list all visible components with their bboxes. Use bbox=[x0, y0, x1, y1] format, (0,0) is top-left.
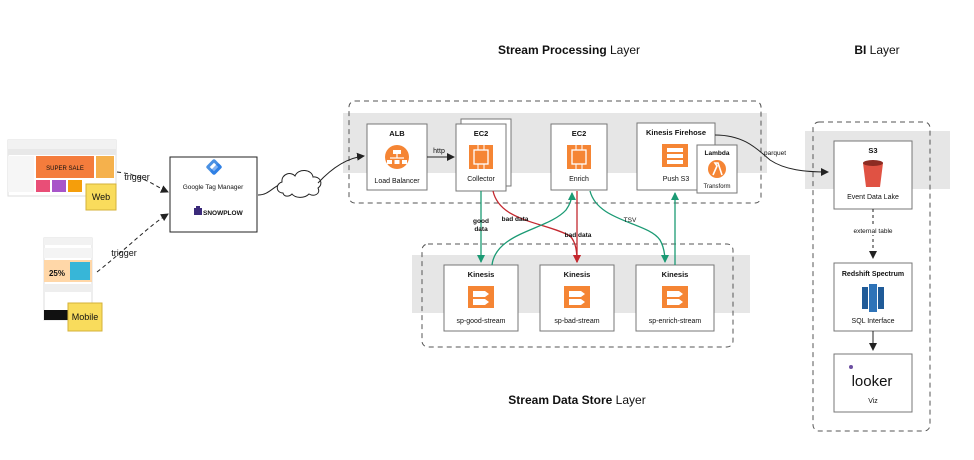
kinesis-bad-stream-icon bbox=[564, 286, 590, 308]
kinesis-enrich-stream-icon bbox=[662, 286, 688, 308]
edge-mobile-trigger-label: trigger bbox=[111, 248, 137, 258]
s3-bucket-icon bbox=[863, 160, 883, 187]
lambda-label: Transform bbox=[703, 184, 730, 190]
good-stream-label: sp-good-stream bbox=[456, 318, 505, 325]
ec2-enrich-icon bbox=[567, 145, 591, 169]
lambda-title: Lambda bbox=[705, 150, 730, 157]
edge-parquet-label: parquet bbox=[764, 150, 786, 157]
bi-group bbox=[812, 121, 931, 432]
web-sticky-note bbox=[85, 183, 117, 211]
collector-label: Collector bbox=[467, 176, 495, 183]
bad-stream-label: sp-bad-stream bbox=[554, 318, 599, 325]
alb-title: ALB bbox=[389, 129, 405, 138]
redshift-title: Redshift Spectrum bbox=[842, 271, 904, 278]
edge-firehose-to-s3 bbox=[714, 134, 829, 176]
enrich-stream-title: Kinesis bbox=[662, 270, 689, 279]
edge-mobile-trigger bbox=[96, 213, 169, 273]
enrich-stream-label: sp-enrich-stream bbox=[649, 318, 702, 325]
alb-label: Load Balancer bbox=[374, 178, 420, 185]
mobile-label: Mobile bbox=[72, 312, 99, 322]
mobile-thumb-text: 25% bbox=[49, 269, 65, 278]
edge-external-table-label: external table bbox=[853, 228, 892, 235]
edge-tsv-label: TSV bbox=[624, 217, 637, 224]
edge-bad-data-enrich-label: bad data bbox=[565, 232, 592, 239]
web-thumb-banner: SUPER SALE bbox=[46, 166, 84, 172]
looker-logo-icon bbox=[849, 365, 853, 369]
edge-tag-to-cloud bbox=[257, 184, 280, 196]
edge-http-label: http bbox=[433, 148, 445, 155]
edge-cloud-to-alb bbox=[317, 152, 365, 184]
layer-title-bi: BI Layer bbox=[854, 43, 899, 57]
firehose-title: Kinesis Firehose bbox=[646, 128, 706, 137]
internet-cloud-icon bbox=[276, 170, 322, 198]
s3-title: S3 bbox=[868, 146, 877, 155]
lambda-icon bbox=[708, 160, 726, 178]
looker-label: Viz bbox=[868, 398, 878, 405]
enrich-title: EC2 bbox=[572, 129, 587, 138]
load-balancer-icon bbox=[385, 145, 409, 169]
snowplow-logo-icon bbox=[194, 206, 202, 215]
gtm-label: Google Tag Manager bbox=[183, 184, 244, 191]
snowplow-label: SNOWPLOW bbox=[203, 210, 244, 217]
redshift-label: SQL Interface bbox=[852, 318, 895, 325]
good-stream-title: Kinesis bbox=[468, 270, 495, 279]
alb-node bbox=[366, 123, 428, 191]
kinesis-good-stream-icon bbox=[468, 286, 494, 308]
edge-good-data-label-2: data bbox=[474, 226, 488, 233]
store-group bbox=[421, 243, 734, 348]
bad-stream-title: Kinesis bbox=[564, 270, 591, 279]
collector-title: EC2 bbox=[474, 129, 489, 138]
web-label: Web bbox=[92, 192, 110, 202]
looker-node bbox=[833, 353, 913, 413]
kinesis-firehose-icon bbox=[662, 144, 688, 167]
edge-good-stream-to-enrich bbox=[491, 192, 576, 266]
edge-web-trigger-label: trigger bbox=[124, 172, 150, 182]
layer-title-stream-data-store: Stream Data Store Layer bbox=[508, 393, 645, 407]
edge-web-trigger bbox=[116, 171, 169, 193]
firehose-label: Push S3 bbox=[663, 176, 690, 183]
edge-good-data-label-1: good bbox=[473, 218, 489, 225]
ec2-collector-icon bbox=[469, 145, 493, 169]
layer-title-stream-processing: Stream Processing Layer bbox=[498, 43, 640, 57]
edge-collector-to-bad-stream bbox=[492, 190, 581, 263]
redshift-database-icon bbox=[862, 284, 884, 312]
external-table-label-bg bbox=[845, 225, 901, 235]
edge-enrich-to-enrich-stream bbox=[589, 190, 669, 263]
mobile-sticky-note bbox=[67, 302, 103, 332]
edge-bad-data-collector-label: bad data bbox=[502, 216, 529, 223]
looker-logo-text: looker bbox=[852, 373, 893, 390]
enrich-label: Enrich bbox=[569, 176, 589, 183]
gtm-icon bbox=[206, 159, 222, 175]
s3-label: Event Data Lake bbox=[847, 194, 899, 201]
